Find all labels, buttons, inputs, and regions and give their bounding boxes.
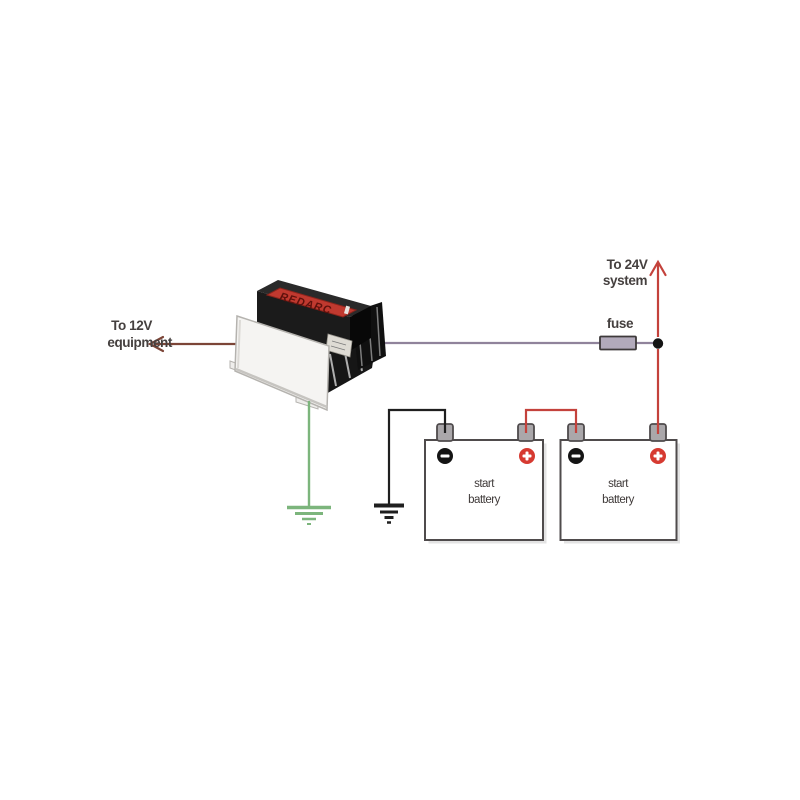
wire-12v-output bbox=[147, 335, 250, 353]
device-right-face bbox=[350, 306, 371, 351]
wire-ground-battery-line bbox=[387, 408, 447, 504]
to-24v-label-line1: To 24V bbox=[607, 257, 648, 272]
fuse-label: fuse bbox=[607, 316, 634, 331]
batteries bbox=[424, 423, 680, 544]
positive-terminal-icon bbox=[519, 448, 535, 464]
battery-right-label-line1: start bbox=[608, 478, 629, 490]
wire-series-link bbox=[524, 408, 578, 433]
battery-left-label-line1: start bbox=[474, 478, 495, 490]
to-24v-label-line2: system bbox=[603, 273, 648, 288]
arrowhead-up-icon bbox=[649, 259, 667, 277]
fuse-body-icon bbox=[599, 335, 637, 351]
positive-terminal-icon bbox=[650, 448, 666, 464]
to-12v-label-line1: To 12V bbox=[111, 318, 152, 333]
device-front-face bbox=[257, 291, 350, 351]
ground-symbol-black-icon bbox=[374, 503, 404, 524]
to-12v-label-line2: equipment bbox=[107, 335, 173, 350]
battery-badges-labels: start battery start battery bbox=[437, 448, 666, 506]
negative-terminal-icon bbox=[437, 448, 453, 464]
battery-right-label-line2: battery bbox=[602, 494, 634, 506]
device-spec-label bbox=[325, 333, 353, 358]
ground-symbol-green-icon bbox=[287, 505, 331, 525]
wire-to-24v-system bbox=[649, 259, 667, 337]
arrowhead-left-icon bbox=[147, 335, 165, 353]
diagram-labels: To 12V equipment To 24V system bbox=[107, 257, 648, 350]
battery-left-label-line2: battery bbox=[468, 494, 500, 506]
device-mounting-flange bbox=[229, 314, 330, 412]
negative-terminal-icon bbox=[568, 448, 584, 464]
wire-ground-device bbox=[287, 401, 331, 525]
dc-converter-device: REDARC bbox=[229, 280, 386, 412]
brand-plate-accent bbox=[343, 305, 351, 315]
wire-ground-battery bbox=[374, 408, 447, 524]
junction-dot bbox=[652, 338, 664, 349]
fuse: fuse bbox=[599, 316, 637, 351]
battery-right bbox=[559, 423, 680, 544]
